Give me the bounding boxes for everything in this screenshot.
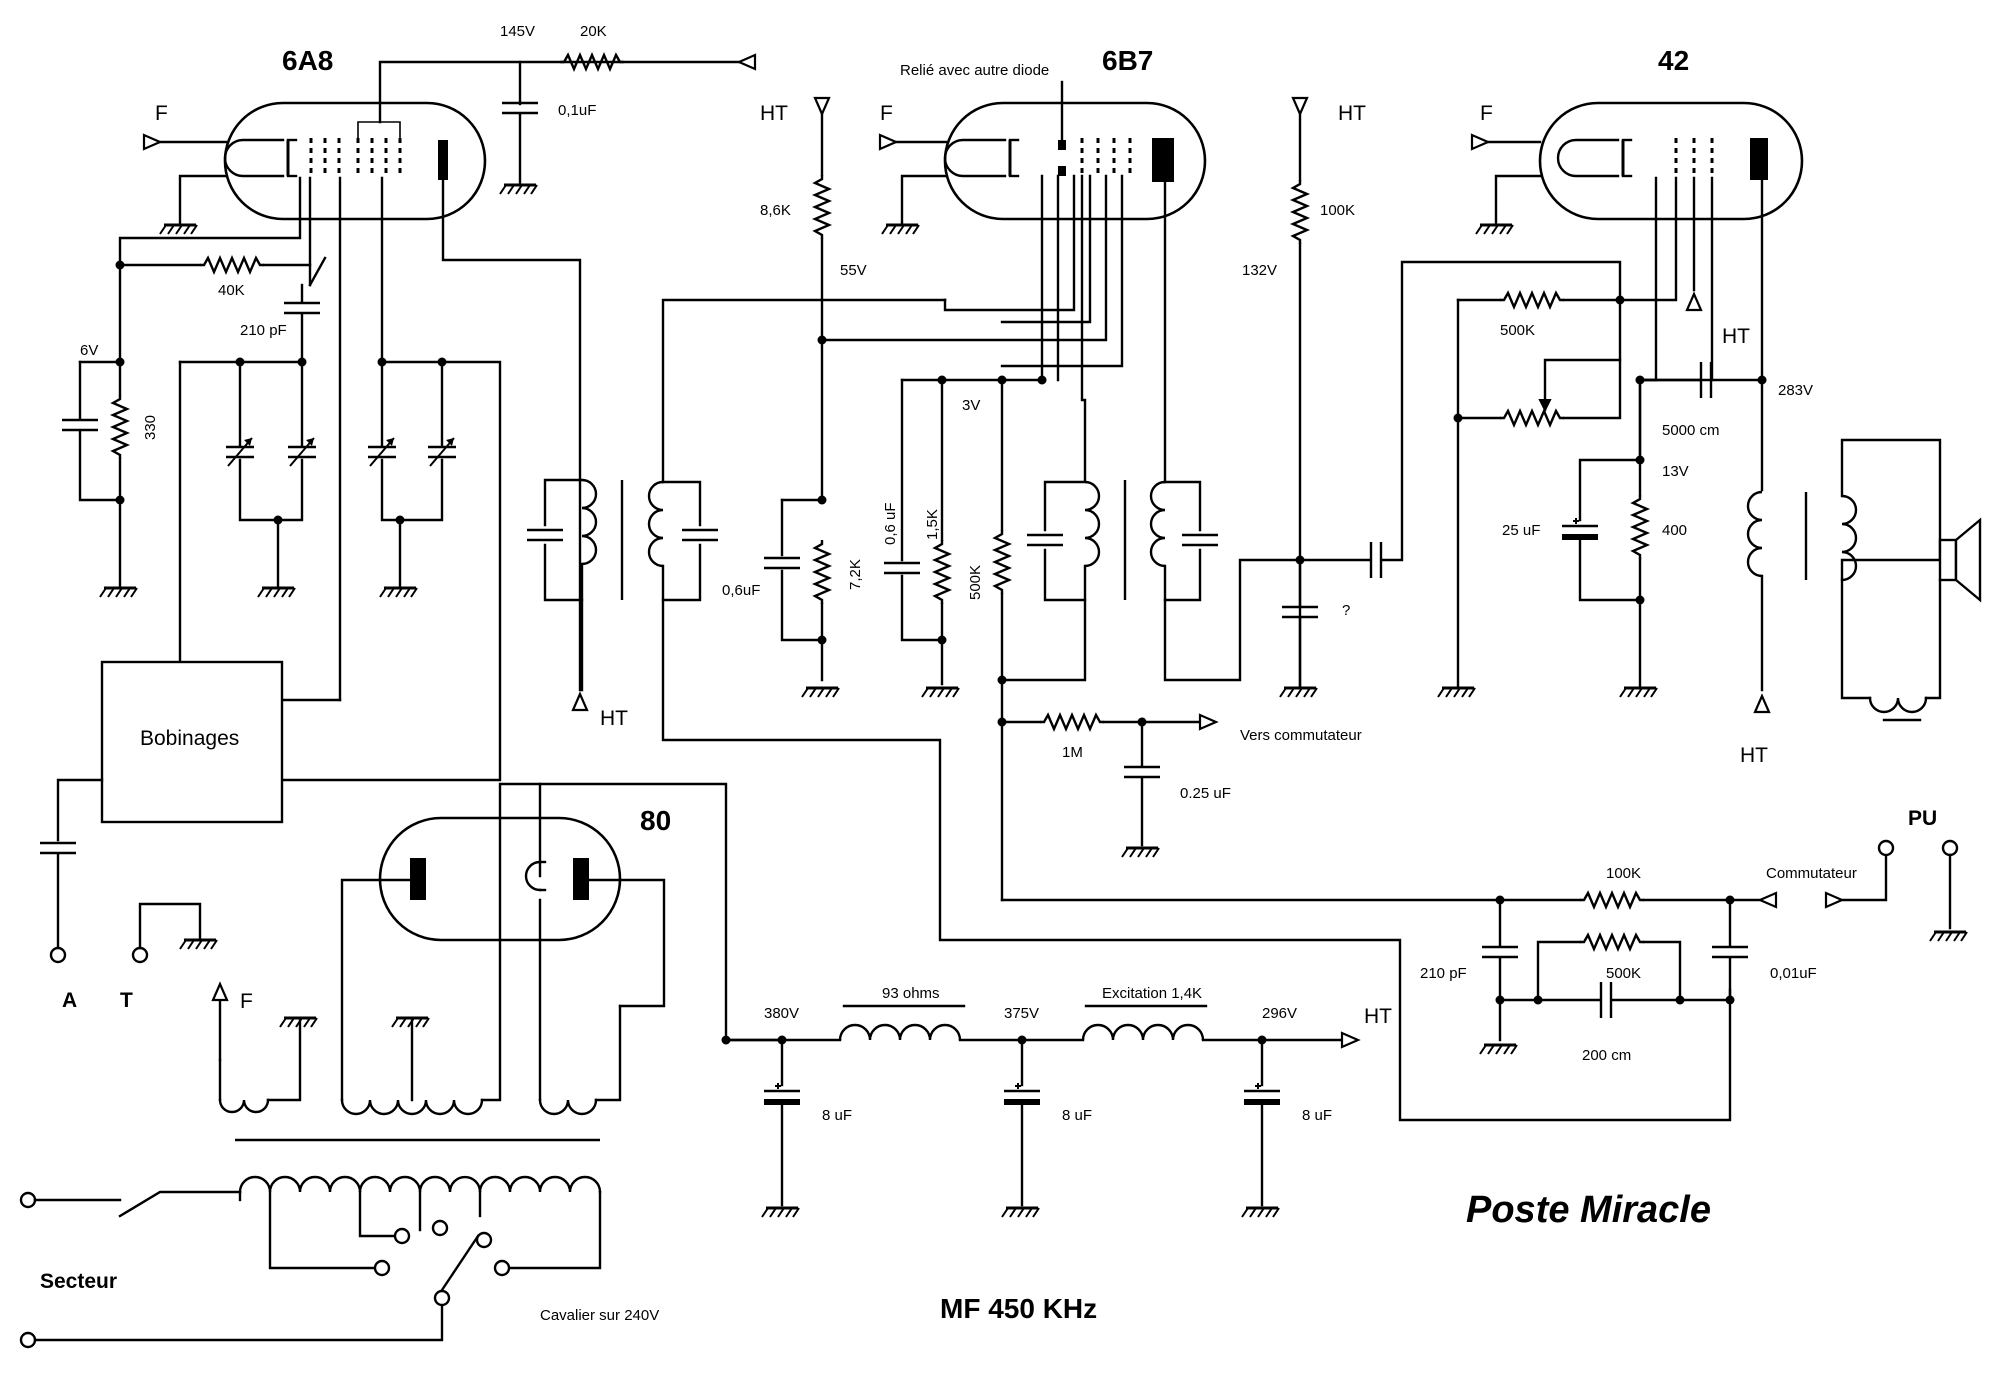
voltage-132v: 132V [1242, 262, 1277, 279]
cavalier-label: Cavalier sur 240V [540, 1307, 659, 1324]
c210pf-b-label: 210 pF [1420, 965, 1467, 982]
r330-label: 330 [142, 415, 159, 440]
ht-label-5: HT [1740, 744, 1768, 767]
l93-label: 93 ohms [882, 985, 940, 1002]
voltage-296v: 296V [1262, 1005, 1297, 1022]
c25uf-label: 25 uF [1502, 522, 1540, 539]
diode-note: Relié avec autre diode [900, 62, 1049, 79]
c8uf-1-label: 8 uF [822, 1107, 852, 1124]
wiring-6b7 [762, 96, 1502, 902]
vers-commutateur-label: Vers commutateur [1240, 727, 1362, 744]
r400-label: 400 [1662, 522, 1687, 539]
coil-block [100, 660, 284, 824]
antenna-label: A [62, 989, 77, 1012]
f-label-3: F [1480, 102, 1493, 125]
lexc-label: Excitation 1,4K [1102, 985, 1202, 1002]
if-transformer-1 [525, 298, 1732, 1122]
power-supply [19, 782, 1360, 1349]
f-label-1: F [155, 102, 168, 125]
voltage-380v: 380V [764, 1005, 799, 1022]
tube-42-label: 42 [1658, 45, 1689, 76]
c5000-label: 5000 cm [1662, 422, 1720, 439]
wiring-pu [1478, 839, 1969, 1056]
c8uf-3-label: 8 uF [1302, 1107, 1332, 1124]
c025uf-label: 0.25 uF [1180, 785, 1231, 802]
wiring-42 [1278, 96, 1982, 722]
c210pf-label: 210 pF [240, 322, 287, 339]
r500k-a-label: 500K [967, 565, 984, 600]
ground-label: T [120, 989, 133, 1012]
r20k-label: 20K [580, 23, 607, 40]
r100k-a-label: 100K [1320, 202, 1355, 219]
voltage-55v: 55V [840, 262, 867, 279]
tube-6b7-label: 6B7 [1102, 45, 1153, 76]
voltage-6v: 6V [80, 342, 98, 359]
ht-label-2: HT [760, 102, 788, 125]
cq-label: ? [1342, 602, 1350, 619]
ht-label-3: HT [1338, 102, 1366, 125]
ht-label-4: HT [1722, 325, 1750, 348]
voltage-145v: 145V [500, 23, 535, 40]
ht-label-6: HT [1364, 1005, 1392, 1028]
tube-42 [1538, 101, 1804, 221]
r86k-label: 8,6K [760, 202, 791, 219]
r15k-label: 1,5K [924, 509, 941, 540]
r72k-label: 7,2K [847, 559, 864, 590]
tube-6a8-label: 6A8 [282, 45, 333, 76]
c01uf-label: 0,1uF [558, 102, 596, 119]
voltage-375v: 375V [1004, 1005, 1039, 1022]
secteur-label: Secteur [40, 1270, 117, 1293]
tube-80-label: 80 [640, 805, 671, 836]
mf-label: MF 450 KHz [940, 1293, 1097, 1324]
r100k-b-label: 100K [1606, 865, 1641, 882]
c001uf-label: 0,01uF [1770, 965, 1817, 982]
pu-label: PU [1908, 807, 1937, 830]
diagram-title: Poste Miracle [1466, 1189, 1711, 1231]
voltage-283v: 283V [1778, 382, 1813, 399]
f-label-4: F [240, 990, 253, 1013]
tube-6a8 [223, 101, 487, 221]
wiring-6a8 [60, 53, 757, 782]
c200cm-label: 200 cm [1582, 1047, 1631, 1064]
f-label-2: F [880, 102, 893, 125]
voltage-3v: 3V [962, 397, 980, 414]
c06uf-b-label: 0,6 uF [882, 502, 899, 545]
bobinages-label: Bobinages [140, 727, 239, 750]
c06uf-a-label: 0,6uF [722, 582, 760, 599]
r1m-label: 1M [1062, 744, 1083, 761]
commutateur-label: Commutateur [1766, 865, 1857, 882]
ht-label-1: HT [600, 707, 628, 730]
r40k-label: 40K [218, 282, 245, 299]
c8uf-2-label: 8 uF [1062, 1107, 1092, 1124]
r500k-b-label: 500K [1500, 322, 1535, 339]
r500k-c-label: 500K [1606, 965, 1641, 982]
voltage-13v: 13V [1662, 463, 1689, 480]
